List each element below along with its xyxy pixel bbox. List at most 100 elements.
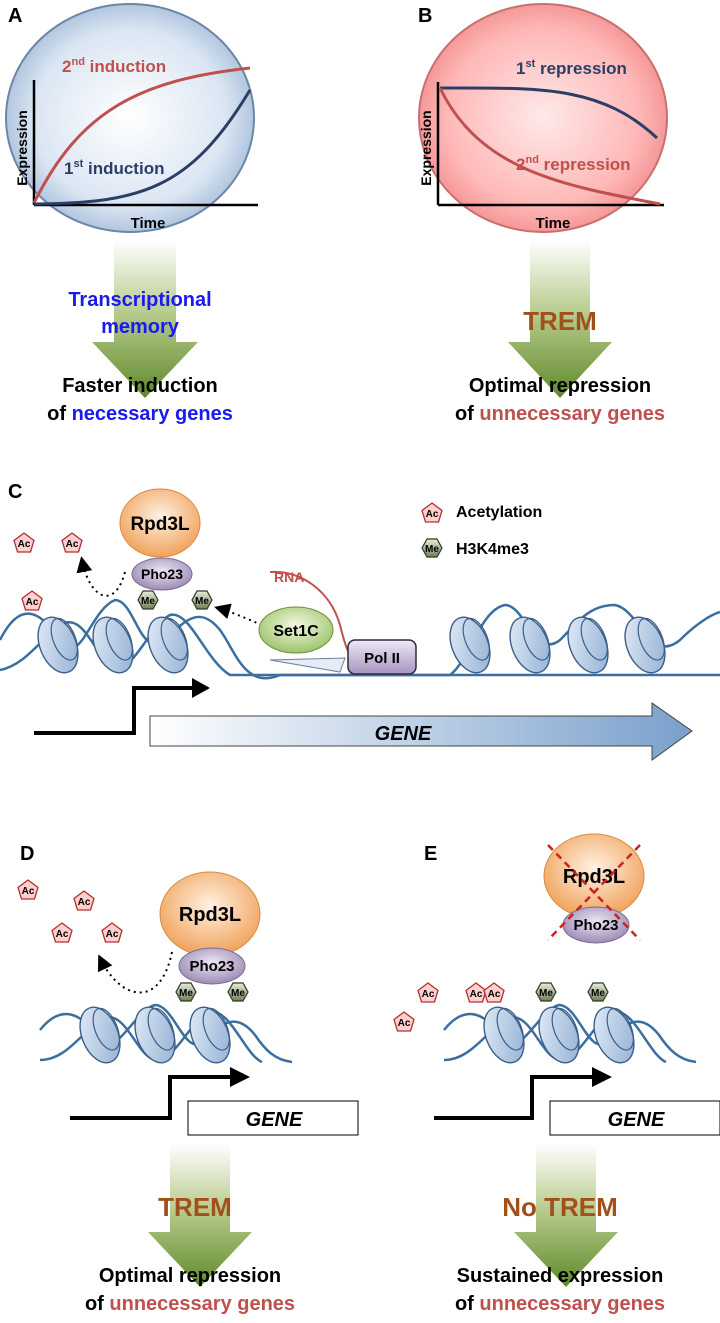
set1c-complex	[258, 606, 334, 654]
rpd3l-label: Rpd3L	[179, 904, 241, 926]
acetyl-mark: Ac	[465, 982, 487, 1003]
methyl-mark: Me	[175, 982, 197, 1002]
deletion-cross-icon	[547, 844, 641, 941]
gene-label-c: GENE	[375, 723, 432, 745]
acetyl-mark: Ac	[73, 890, 95, 911]
svg-text:Ac: Ac	[470, 989, 483, 1000]
methyl-mark: Me	[191, 590, 213, 610]
pho23-label: Pho23	[141, 566, 183, 582]
promoter-line	[434, 1075, 592, 1120]
svg-text:Ac: Ac	[22, 886, 35, 897]
gene-arrow	[149, 702, 693, 761]
label-1st-repression: 1st repression	[516, 58, 627, 78]
memory-label-2: memory	[101, 316, 180, 338]
svg-text:Me: Me	[591, 988, 605, 999]
svg-text:Ac: Ac	[426, 509, 439, 520]
label-1st-induction: 1st induction	[64, 158, 164, 178]
svg-text:Me: Me	[195, 596, 209, 607]
panel-a-circle	[5, 3, 255, 233]
nucleosome	[29, 610, 87, 680]
gene-box	[549, 1100, 720, 1136]
svg-text:Ac: Ac	[66, 539, 79, 550]
pol-ii-label: Pol II	[364, 650, 400, 667]
svg-text:Ac: Ac	[78, 897, 91, 908]
svg-text:Ac: Ac	[18, 539, 31, 550]
nucleosome	[181, 1000, 239, 1070]
panel-b-arrow	[508, 240, 612, 398]
gene-label-e: GENE	[608, 1109, 665, 1131]
set1c-label: Set1C	[273, 623, 319, 640]
panel-a: A 2nd induction 1st induction Expression…	[5, 3, 258, 425]
acetyl-mark: Ac	[417, 982, 439, 1003]
nucleosome	[126, 1000, 184, 1070]
svg-text:Me: Me	[141, 596, 155, 607]
gene-label-d: GENE	[246, 1109, 303, 1131]
result-d-2: of unnecessary genes	[85, 1293, 295, 1315]
panel-b-circle	[418, 3, 668, 233]
curve-2nd-repression	[438, 87, 661, 206]
svg-text:Ac: Ac	[56, 929, 69, 940]
set1c-tail	[269, 657, 346, 673]
legend-methylation-icon: Me	[421, 538, 443, 558]
legend-acetylation-label: Acetylation	[456, 504, 542, 521]
result-a-1: Faster induction	[62, 375, 218, 397]
nucleosome	[559, 610, 617, 680]
methyl-mark: Me	[227, 982, 249, 1002]
rpd3l-label: Rpd3L	[563, 866, 625, 888]
svg-text:Me: Me	[231, 988, 245, 999]
deacetylation-arrow	[97, 951, 173, 994]
acetyl-mark: Ac	[61, 532, 83, 553]
nucleosome	[475, 1000, 533, 1070]
pho23-label: Pho23	[573, 917, 618, 934]
pho23-label: Pho23	[189, 958, 234, 975]
curve-2nd-induction	[32, 66, 251, 204]
result-e-2: of unnecessary genes	[455, 1293, 665, 1315]
panel-letter-c: C	[8, 481, 22, 503]
x-axis-label-b: Time	[536, 215, 571, 232]
acetyl-mark: Ac	[13, 532, 35, 553]
nucleosome	[530, 1000, 588, 1070]
methyl-mark: Me	[587, 982, 609, 1002]
result-a-2: of necessary genes	[47, 403, 233, 425]
panel-e: E Rpd3L Pho23 Ac Ac Ac Ac Me Me GENE No …	[393, 833, 720, 1315]
acetyl-mark: Ac	[483, 982, 505, 1003]
panel-letter-d: D	[20, 843, 34, 865]
pho23-subunit	[178, 947, 246, 985]
tss-arrowhead	[230, 1067, 250, 1087]
label-2nd-repression: 2nd repression	[516, 154, 631, 174]
legend-h3k4me3-label: H3K4me3	[456, 541, 529, 558]
curve-1st-repression	[439, 86, 659, 140]
trem-label-d: TREM	[158, 1192, 232, 1222]
svg-text:Ac: Ac	[488, 989, 501, 1000]
result-b-1: Optimal repression	[469, 375, 651, 397]
panel-d: D Ac Ac Ac Ac Rpd3L Pho23 Me Me GENE TRE…	[17, 843, 359, 1315]
acetyl-mark: Ac	[51, 922, 73, 943]
svg-text:Ac: Ac	[422, 989, 435, 1000]
panel-letter-b: B	[418, 5, 432, 27]
acetyl-mark: Ac	[17, 879, 39, 900]
rpd3l-complex	[119, 488, 201, 558]
no-trem-label-e: No TREM	[502, 1192, 618, 1222]
svg-text:Me: Me	[539, 988, 553, 999]
rna-label: RNA	[274, 569, 304, 585]
curve-1st-induction	[33, 89, 252, 206]
rpd3l-label: Rpd3L	[130, 514, 190, 535]
memory-label-1: Transcriptional	[68, 289, 211, 311]
nucleosome	[501, 610, 559, 680]
svg-text:Me: Me	[179, 988, 193, 999]
result-d-1: Optimal repression	[99, 1265, 281, 1287]
svg-text:Ac: Ac	[106, 929, 119, 940]
nucleosome	[441, 610, 499, 680]
legend-acetylation-icon: Ac	[421, 502, 443, 523]
y-axis-label-b: Expression	[418, 110, 434, 185]
methyl-mark: Me	[137, 590, 159, 610]
tss-arrowhead	[192, 678, 210, 698]
x-axis-label-a: Time	[131, 215, 166, 232]
pol-ii	[347, 639, 417, 675]
acetyl-mark: Ac	[101, 922, 123, 943]
panel-d-arrow	[148, 1144, 252, 1287]
svg-text:Me: Me	[425, 544, 439, 555]
panel-a-arrow	[92, 240, 198, 398]
panel-c: C Ac Ac Ac Me Me Rpd3L Pho23 RNA Set	[0, 481, 720, 761]
